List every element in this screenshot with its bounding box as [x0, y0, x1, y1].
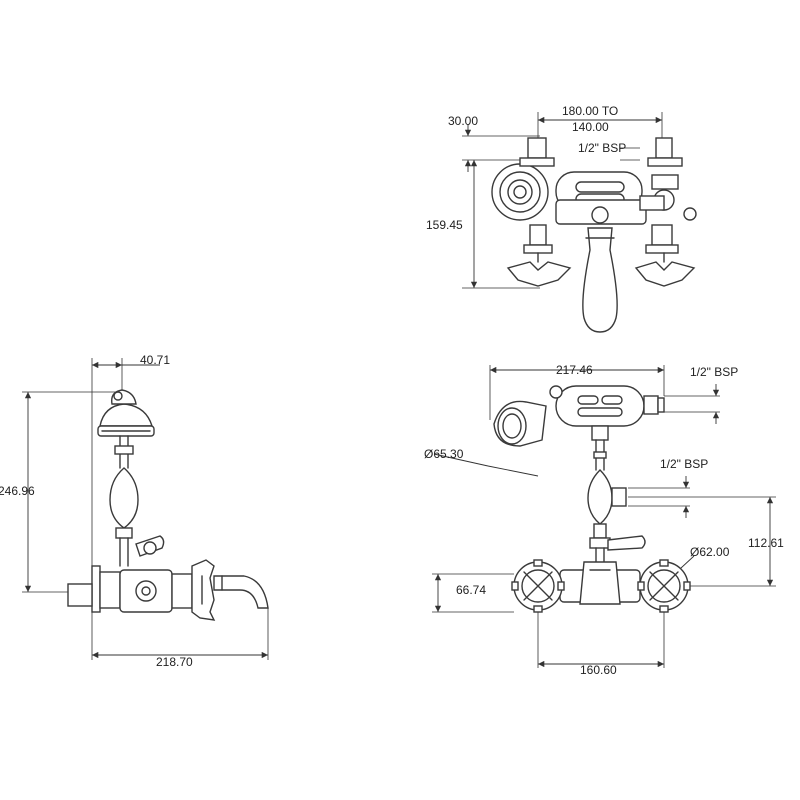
left-handle-top — [506, 261, 572, 287]
label-top-bsp: 1/2" BSP — [578, 141, 626, 155]
label-top-width-1: 180.00 TO — [562, 104, 618, 118]
cross-handle-side — [191, 559, 216, 621]
label-front-right-height: 112.61 — [748, 536, 784, 550]
side-view: 40.71 246.96 218.70 — [0, 353, 269, 669]
label-side-width: 218.70 — [156, 655, 193, 669]
riser-bulb-side — [109, 467, 139, 529]
label-front-centres: 160.60 — [580, 663, 617, 677]
label-front-head-dia: Ø65.30 — [424, 447, 464, 461]
label-top-height: 159.45 — [426, 218, 463, 232]
dim-line-head-dia — [487, 465, 539, 477]
handset-cradle-front — [555, 385, 645, 427]
shower-head-side — [99, 403, 153, 427]
top-view: 180.00 TO 140.00 30.00 1/2" BSP 159.45 — [426, 104, 697, 333]
spout-front — [579, 561, 621, 605]
label-side-height: 246.96 — [0, 484, 35, 498]
label-front-handle-dia: Ø62.00 — [690, 545, 730, 559]
label-front-bsp-top: 1/2" BSP — [690, 365, 738, 379]
label-front-width: 217.46 — [556, 363, 593, 377]
label-top-offset: 30.00 — [448, 114, 478, 128]
valve-body-side — [119, 569, 173, 613]
front-view: 217.46 1/2" BSP Ø65.30 1/2" BSP Ø62.00 1… — [424, 363, 784, 677]
spout-side — [213, 575, 269, 609]
label-front-bsp-mid: 1/2" BSP — [660, 457, 708, 471]
spout-top — [582, 227, 618, 333]
label-front-left-height: 66.74 — [456, 583, 486, 597]
wall-inlet-side — [67, 583, 93, 607]
label-top-width-2: 140.00 — [572, 120, 609, 134]
shower-head-front — [493, 400, 547, 447]
right-handle-top — [634, 261, 696, 287]
diverter-knob — [591, 206, 609, 224]
riser-bulb-front — [587, 469, 613, 525]
label-side-head-offset: 40.71 — [140, 353, 170, 367]
